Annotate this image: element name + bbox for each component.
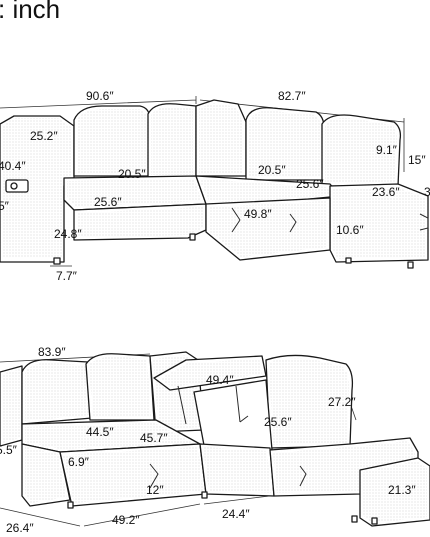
dim-49-2: 49.2″ [112, 513, 140, 527]
dim-82-7: 82.7″ [278, 89, 306, 103]
bottom-foot-1 [67, 501, 74, 509]
dim-27-2: 27.2″ [328, 395, 356, 409]
dim-83-9: 83.9″ [38, 345, 66, 359]
dim-49-8: 49.8″ [244, 207, 272, 221]
dim-40-4: 40.4″ [0, 159, 26, 173]
dim-3: 3 [424, 185, 430, 199]
dim-26-4: 26.4″ [6, 521, 34, 535]
dim-7-7: 7.7″ [56, 269, 78, 283]
top-foot-1 [53, 257, 61, 265]
bottom-dimension-labels: 83.9″ 49.4″ 27.2″ 25.6″ 44.5″ 45.7″ 5.5″… [0, 345, 416, 535]
dim-15: 15″ [408, 153, 426, 167]
dim-9-1: 9.1″ [376, 143, 398, 157]
dim-21-3: 21.3″ [388, 483, 416, 497]
bottom-sofa-view [0, 351, 430, 527]
dim-25-2: 25.2″ [30, 129, 58, 143]
dim-5-5: 5.5″ [0, 443, 18, 457]
dim-24-4: 24.4″ [222, 507, 250, 521]
dim-line-90-6 [0, 96, 197, 109]
dim-20-5-right: 20.5″ [258, 163, 286, 177]
dim-25-6-right: 25.6″ [296, 177, 324, 191]
unit-label: : inch [0, 0, 61, 24]
top-foot-3 [345, 257, 352, 264]
dim-25-6: 25.6″ [264, 415, 292, 429]
dim-line-49-2 [83, 503, 201, 527]
top-sofa-view [0, 96, 429, 269]
dim-44-5: 44.5″ [86, 425, 114, 439]
bottom-foot-3 [351, 515, 358, 523]
dim-6-9: 6.9″ [68, 455, 90, 469]
dim-25-6-left: 25.6″ [94, 195, 122, 209]
dim-23-6: 23.6″ [372, 185, 400, 199]
dim-20-5-left: 20.5″ [118, 167, 146, 181]
dim-45-7: 45.7″ [140, 431, 168, 445]
bottom-foot-4 [371, 517, 378, 525]
dim-90-6: 90.6″ [86, 89, 114, 103]
dim-line-26-4 [0, 507, 81, 527]
dim-24-8: 24.8″ [54, 227, 82, 241]
top-foot-2 [189, 233, 196, 241]
top-dimension-labels: 90.6″ 82.7″ 25.2″ 40.4″ 20.5″ 20.5″ 9.1″… [0, 89, 430, 283]
bottom-foot-2 [201, 491, 208, 499]
dim-12: 12″ [146, 483, 164, 497]
dim-49-4: 49.4″ [206, 373, 234, 387]
dim-5: 5″ [0, 199, 10, 213]
dim-10-6: 10.6″ [336, 223, 364, 237]
top-foot-4 [407, 261, 414, 269]
